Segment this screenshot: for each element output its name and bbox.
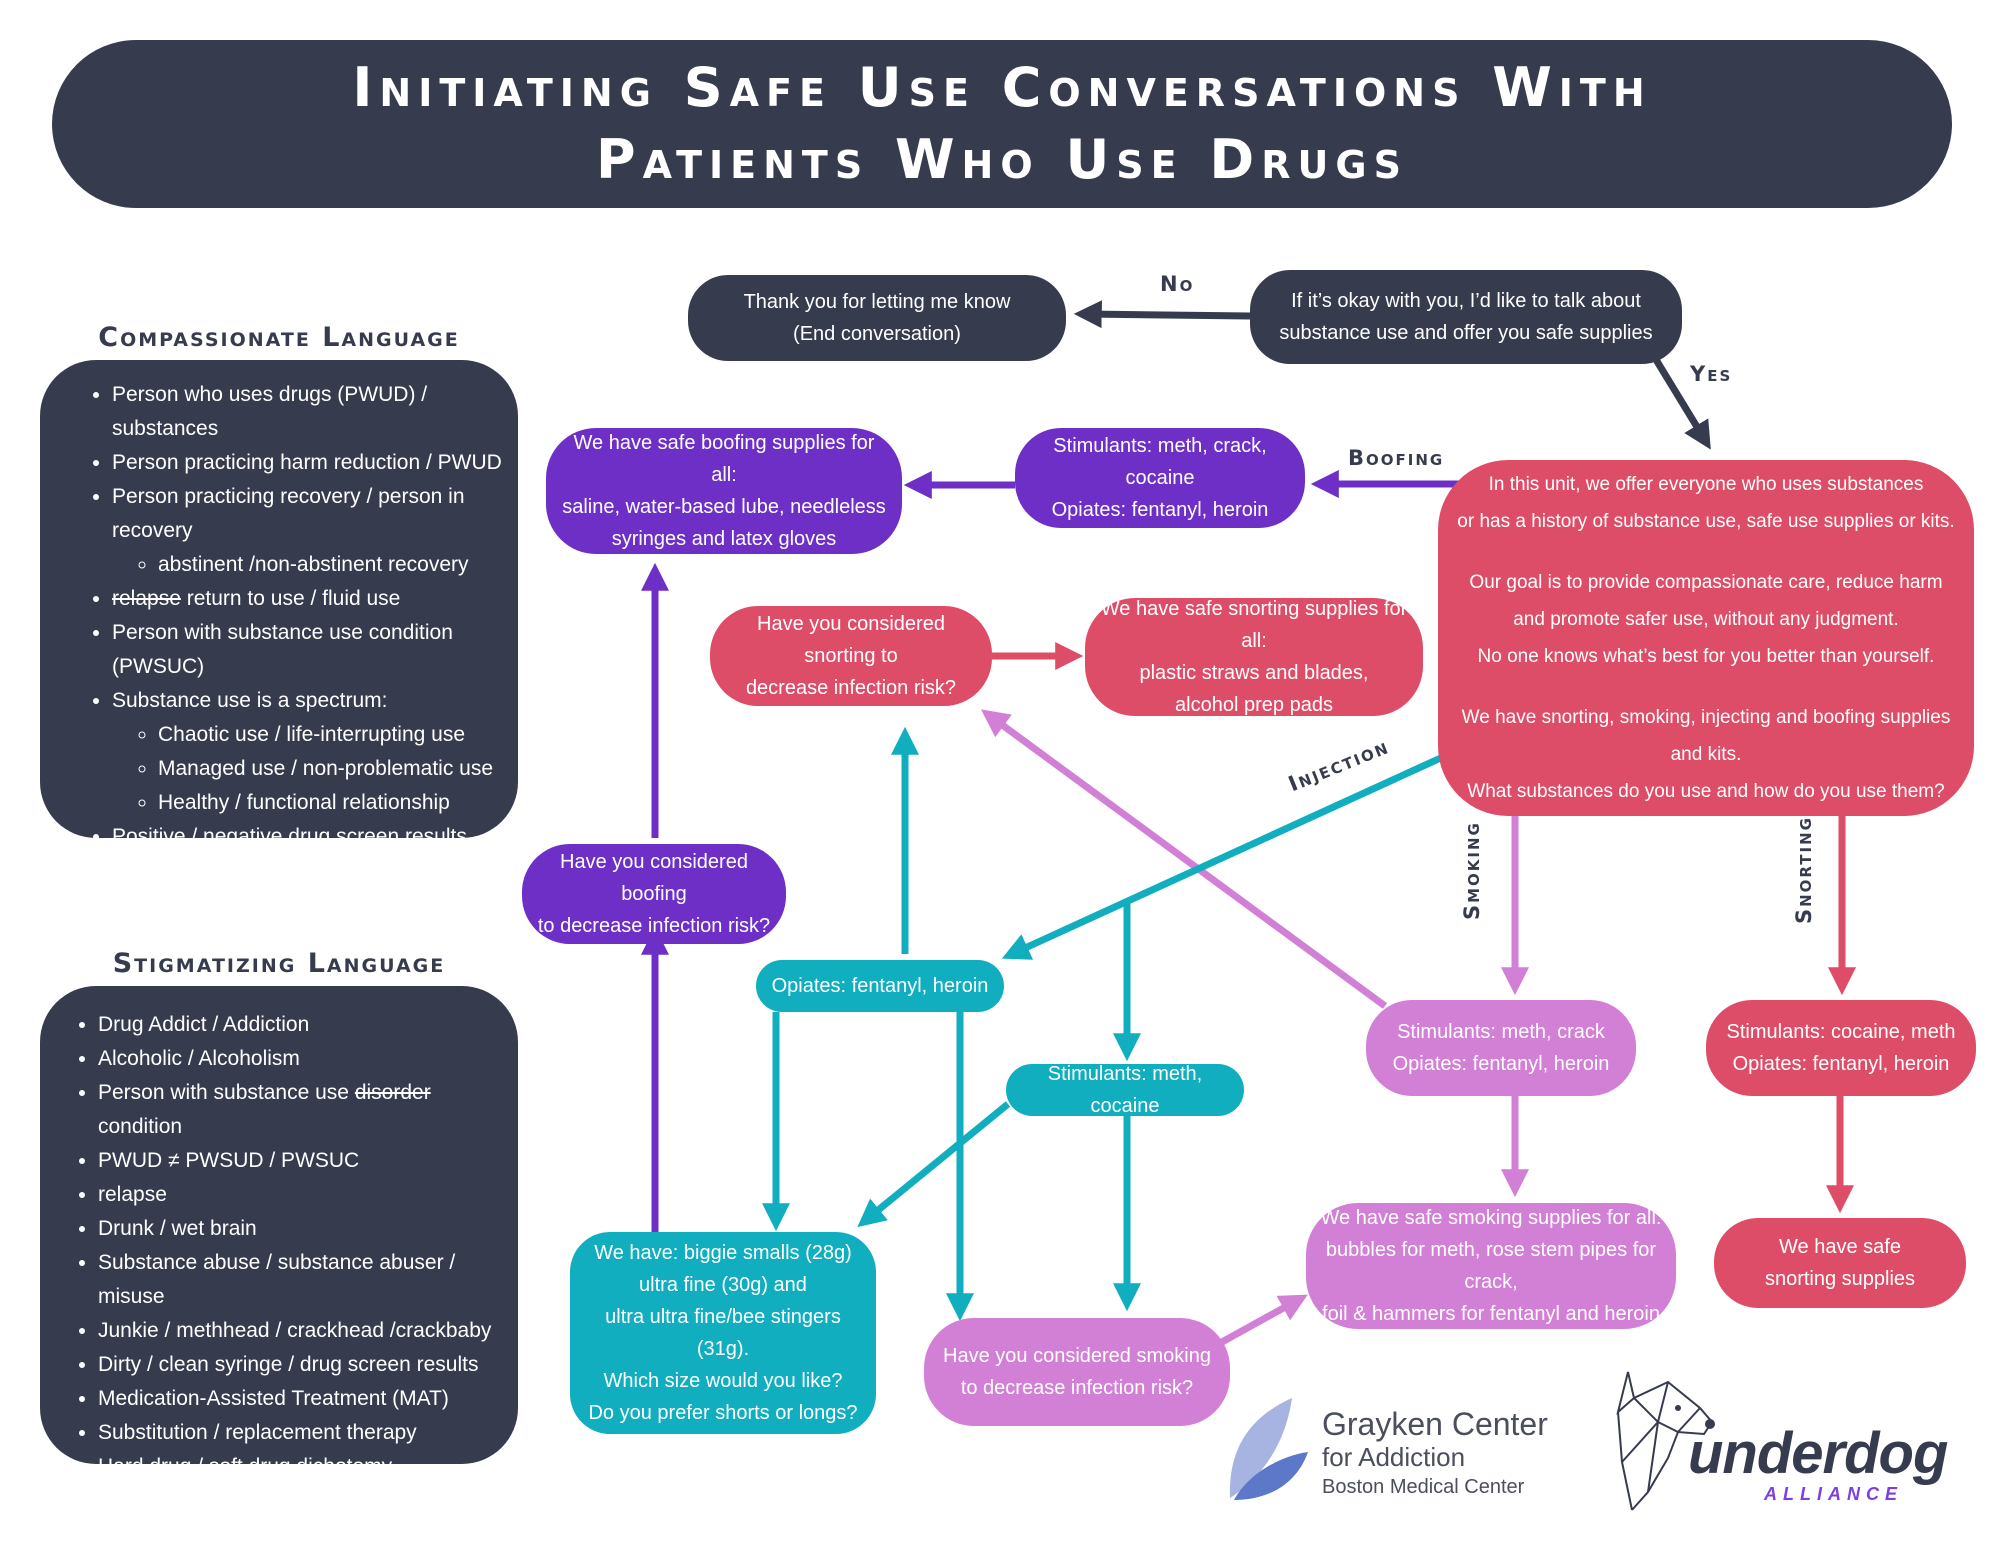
list-item: abstinent /non-abstinent recovery: [158, 548, 518, 582]
edge-label-no: No: [1160, 272, 1195, 296]
list-item: Positive / negative drug screen results: [112, 820, 518, 854]
list-item: Drunk / wet brain: [98, 1212, 518, 1246]
node-text: Have you considered snorting to decrease…: [745, 613, 957, 699]
boofing-substances-node: Stimulants: meth, crack, cocaine Opiates…: [1015, 428, 1305, 528]
stigmatizing-heading: Stigmatizing Language: [112, 948, 446, 979]
underdog-wordmark: underdog: [1688, 1421, 1948, 1486]
edge-label-boofing: Boofing: [1348, 446, 1445, 470]
node-text: We have safe snorting supplies: [1764, 1236, 1916, 1290]
title-line-1: Initiating Safe Use Conversations With: [352, 56, 1652, 119]
list-item: Dirty / clean syringe / drug screen resu…: [98, 1348, 518, 1382]
list-item: relapse return to use / fluid use: [112, 582, 518, 616]
list-item: Person with substance use condition (PWS…: [112, 616, 518, 684]
list-item: Substance use is a spectrum:: [112, 684, 518, 718]
grayken-org: Boston Medical Center: [1322, 1476, 1525, 1498]
main-offer-paragraph-3: We have snorting, smoking, injecting and…: [1461, 707, 1951, 802]
arrow-injection: [1001, 752, 1447, 960]
list-text: PWUD: [98, 1149, 163, 1172]
consider-boofing-node: Have you considered boofing to decrease …: [522, 844, 786, 944]
main-offer-node: In this unit, we offer everyone who uses…: [1438, 460, 1974, 816]
list-text: PWSUD / PWSUC: [185, 1149, 360, 1172]
not-equal-symbol: ≠: [168, 1149, 180, 1172]
arrow-consider-smoke-to-supplies: [1220, 1294, 1308, 1346]
title-banner: Initiating Safe Use Conversations With P…: [52, 40, 1952, 208]
node-text: We have: biggie smalls (28g) ultra fine …: [588, 1242, 858, 1424]
grayken-name: Grayken Center: [1322, 1406, 1548, 1442]
struck-term: disorder: [354, 1081, 431, 1104]
node-text: Have you considered smoking to decrease …: [943, 1345, 1211, 1399]
arrow-yes: [1652, 356, 1711, 450]
node-text: We have safe smoking supplies for all: b…: [1320, 1207, 1662, 1325]
node-text: If it’s okay with you, I’d like to talk …: [1279, 290, 1653, 344]
snorting-supplies-node: We have safe snorting supplies: [1714, 1218, 1966, 1308]
ask-permission-node: If it’s okay with you, I’d like to talk …: [1250, 270, 1682, 364]
main-offer-paragraph-1: In this unit, we offer everyone who uses…: [1457, 474, 1955, 532]
list-item: Substance abuse / substance abuser / mis…: [98, 1246, 518, 1314]
list-item: Medication for Opioid Use Disorder (MOUD…: [112, 854, 518, 922]
list-item: Person practicing harm reduction / PWUD: [112, 446, 518, 480]
end-conversation-node: Thank you for letting me know (End conve…: [688, 275, 1066, 361]
main-offer-paragraph-2: Our goal is to provide compassionate car…: [1469, 572, 1943, 667]
node-text: We have safe boofing supplies for all: s…: [562, 432, 886, 550]
struck-term: relapse: [112, 587, 181, 610]
smoking-substances-node: Stimulants: meth, crack Opiates: fentany…: [1366, 1000, 1636, 1096]
replacement-term: condition: [98, 1115, 183, 1138]
node-text: Thank you for letting me know (End conve…: [743, 291, 1011, 345]
node-text: Stimulants: meth, cocaine: [1047, 1063, 1203, 1117]
edge-label-snorting: Snorting: [1792, 816, 1816, 924]
list-item: Managed use / non-problematic use: [158, 752, 518, 786]
title-line-2: Patients Who Use Drugs: [596, 128, 1408, 191]
consider-snorting-node: Have you considered snorting to decrease…: [710, 606, 992, 706]
node-text: Opiates: fentanyl, heroin: [771, 975, 989, 997]
compassionate-panel: Person who uses drugs (PWUD) / substance…: [40, 360, 518, 950]
injection-opiates-node: Opiates: fentanyl, heroin: [756, 960, 1004, 1012]
replacement-term: return to use / fluid use: [186, 587, 401, 610]
list-item: Junkie / methhead / crackhead /crackbaby: [98, 1314, 518, 1348]
grayken-subtitle: for Addiction: [1322, 1442, 1466, 1472]
arrow-stims-to-needles: [857, 1101, 1011, 1228]
snorting-substances-node: Stimulants: cocaine, meth Opiates: fenta…: [1706, 1000, 1976, 1096]
arrow-smoke-subs-to-consider-snort: [980, 709, 1388, 1009]
list-item: Drug Addict / Addiction: [98, 1008, 518, 1042]
needle-sizes-node: We have: biggie smalls (28g) ultra fine …: [570, 1232, 876, 1434]
edge-label-smoking: Smoking: [1460, 821, 1484, 920]
list-item: PWUD ≠ PWSUD / PWSUC: [98, 1144, 518, 1178]
list-text: Person with substance use: [98, 1081, 349, 1104]
node-text: Stimulants: meth, crack, cocaine Opiates…: [1051, 435, 1269, 521]
list-item: Hard drug / soft drug dichotomy: [98, 1450, 518, 1484]
grayken-leaf-icon: [1229, 1398, 1308, 1500]
compassionate-heading: Compassionate Language: [98, 322, 460, 353]
list-item: Alcoholic / Alcoholism: [98, 1042, 518, 1076]
list-item: sterile / used syringe: [112, 922, 518, 956]
list-item: Substitution / replacement therapy: [98, 1416, 518, 1450]
node-text: Stimulants: cocaine, meth Opiates: fenta…: [1726, 1021, 1956, 1075]
list-item: Medication-Assisted Treatment (MAT): [98, 1382, 518, 1416]
list-item: Person practicing recovery / person in r…: [112, 480, 518, 548]
smoking-supplies-node: We have safe smoking supplies for all: b…: [1306, 1203, 1676, 1329]
arrow-no: [1073, 300, 1251, 329]
node-text: We have safe snorting supplies for all: …: [1100, 598, 1408, 716]
consider-smoking-node: Have you considered smoking to decrease …: [924, 1318, 1230, 1426]
injection-stimulants-node: Stimulants: meth, cocaine: [1006, 1063, 1244, 1117]
list-item: Person who uses drugs (PWUD) / substance…: [112, 378, 518, 446]
node-text: Stimulants: meth, crack Opiates: fentany…: [1392, 1021, 1610, 1075]
boofing-supplies-node: We have safe boofing supplies for all: s…: [546, 428, 902, 554]
stigmatizing-panel: Drug Addict / Addiction Alcoholic / Alco…: [40, 986, 518, 1478]
edge-label-yes: Yes: [1690, 362, 1733, 386]
dog-head-icon: [1616, 1371, 1715, 1511]
alliance-wordmark: ALLIANCE: [1764, 1484, 1903, 1504]
list-item: Healthy / functional relationship: [158, 786, 518, 820]
node-text: Have you considered boofing to decrease …: [537, 851, 771, 937]
list-item: Person with substance use disorder condi…: [98, 1076, 518, 1144]
list-item: relapse: [98, 1178, 518, 1212]
snorting-supplies-all-node: We have safe snorting supplies for all: …: [1085, 598, 1423, 716]
list-item: Chaotic use / life-interrupting use: [158, 718, 518, 752]
